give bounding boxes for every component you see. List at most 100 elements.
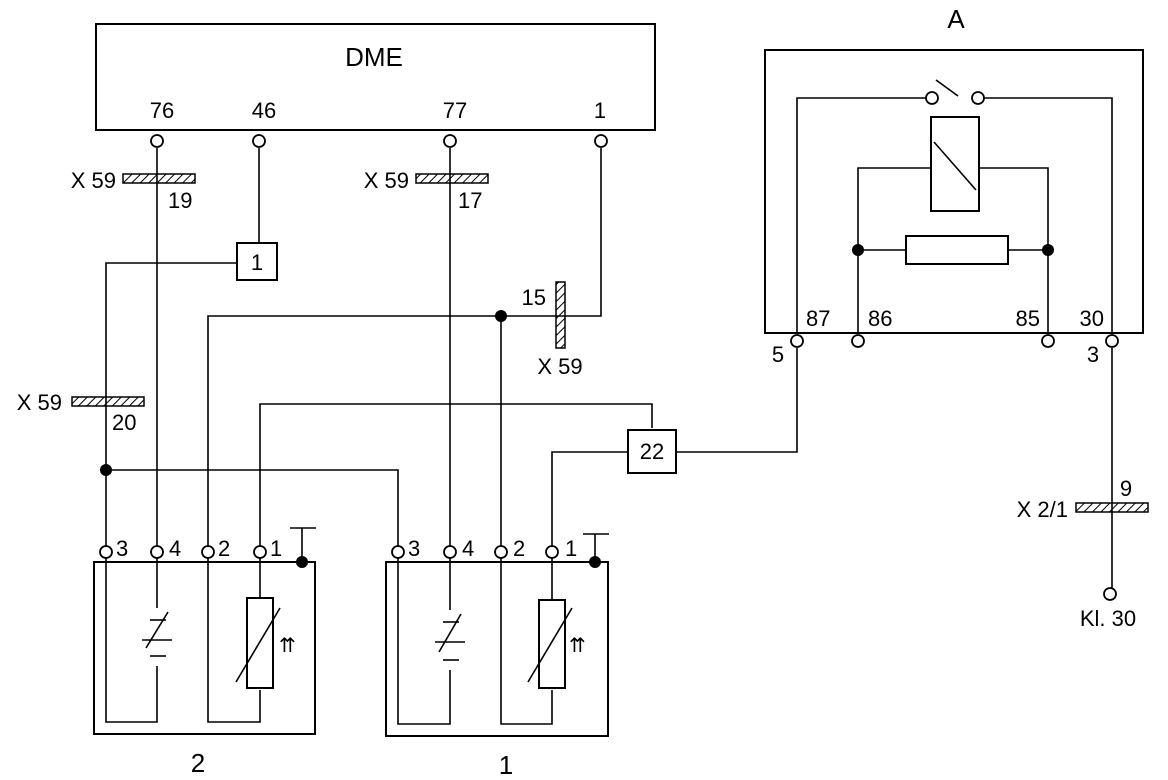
- relay-pin-number-5: 5: [772, 342, 784, 367]
- connector-pin: 9: [1120, 476, 1132, 501]
- connector-name: X 59: [537, 354, 582, 379]
- splice-22: 22: [627, 429, 677, 474]
- connector-bar: [122, 173, 196, 184]
- relay-pin-87: [790, 334, 804, 348]
- relay-a: A 87 86 85 30 5 3: [764, 4, 1144, 367]
- connector-x59-17: X 59 17: [364, 168, 489, 213]
- connector-x59-15: 15 X 59: [522, 281, 583, 379]
- dme-pin-1: [594, 134, 608, 148]
- dme-pin-label-46: 46: [252, 98, 276, 123]
- relay-resistor: [905, 235, 1009, 265]
- sensor-pin-2: [494, 545, 508, 559]
- junction-dot: [495, 310, 507, 322]
- connector-bar: [415, 173, 489, 184]
- connector-pin: 17: [458, 188, 482, 213]
- relay-pin-85: [1041, 334, 1055, 348]
- ground-dot: [589, 556, 601, 568]
- connector-x2-1: X 2/1 9: [1017, 476, 1149, 522]
- connector-pin: 20: [112, 410, 136, 435]
- sensor-2: 3 4 2 1 ⇈ 2: [93, 527, 316, 778]
- relay-pin-30: [1105, 334, 1119, 348]
- sensor-housing: [93, 561, 316, 735]
- variable-resistor-icon: [538, 599, 566, 689]
- sensor-pin-3: [99, 545, 113, 559]
- kl30-terminal: [1103, 587, 1117, 601]
- ground-dot: [296, 556, 308, 568]
- connector-name: X 59: [364, 168, 409, 193]
- connector-name: X 59: [71, 168, 116, 193]
- relay-terminal-86: 86: [868, 306, 892, 331]
- relay-pin-86: [851, 334, 865, 348]
- sensor-housing: [385, 561, 609, 737]
- variable-resistor-icon: [246, 597, 274, 689]
- dme-box: [95, 23, 656, 131]
- temperature-arrows-icon: ⇈: [279, 635, 296, 657]
- connector-pin: 19: [168, 188, 192, 213]
- relay-switch-contact-right: [971, 91, 985, 105]
- relay-coil: [930, 116, 980, 212]
- sensor-pin-label: 1: [270, 536, 282, 561]
- relay-housing: [764, 49, 1144, 334]
- pressure-switch-icon: [142, 611, 172, 657]
- sensor-switch-wire: [105, 558, 158, 723]
- sensor-pin-2: [201, 545, 215, 559]
- connector-name: X 59: [17, 390, 62, 415]
- sensor-switch-wire: [397, 558, 451, 725]
- dme-unit: DME 76 46 77 1: [95, 23, 656, 148]
- connector-pin: 15: [522, 285, 546, 310]
- connector-bar: [555, 281, 566, 349]
- sensor-pin-label: 4: [462, 536, 474, 561]
- sensor-pin-label: 1: [565, 536, 577, 561]
- dme-pin-label-77: 77: [443, 98, 467, 123]
- connector-name: X 2/1: [1017, 497, 1068, 522]
- dme-pin-label-76: 76: [150, 98, 174, 123]
- relay-junction-dot: [852, 244, 864, 256]
- relay-terminal-85: 85: [1016, 306, 1040, 331]
- sensor-pin-1: [253, 545, 267, 559]
- splice-box: [627, 429, 677, 474]
- sensor-pin-label: 2: [218, 536, 230, 561]
- junction-dot: [100, 464, 112, 476]
- splice-label: 22: [640, 439, 664, 464]
- sensor-pin-3: [391, 545, 405, 559]
- connector-x59-20: X 59 20: [17, 390, 145, 435]
- relay-switch-wire-87: [796, 97, 926, 332]
- wires: [105, 148, 1113, 588]
- sensor-label: 1: [499, 750, 513, 780]
- sensor-1: 3 4 2 1 ⇈ 1: [385, 533, 609, 780]
- relay-switch-contact-left: [925, 91, 939, 105]
- sensor-resistor-wire: [500, 558, 553, 725]
- variable-resistor-arrow: [527, 607, 573, 683]
- sensor-pin-4: [443, 545, 457, 559]
- relay-terminal-87: 87: [806, 306, 830, 331]
- sensor-pin-label: 3: [408, 536, 420, 561]
- connector-bar: [1075, 502, 1149, 513]
- dme-pin-77: [443, 134, 457, 148]
- relay-junction-dot: [1042, 244, 1054, 256]
- relay-coil-wire: [857, 167, 931, 332]
- sensor-pin-label: 4: [169, 536, 181, 561]
- relay-switch-arm: [935, 79, 959, 97]
- dme-title: DME: [345, 42, 403, 72]
- variable-resistor-arrow: [235, 607, 281, 683]
- relay-terminal-30: 30: [1080, 306, 1104, 331]
- dme-pin-76: [150, 134, 164, 148]
- temperature-arrows-icon: ⇈: [569, 635, 586, 657]
- splice-label: 1: [251, 250, 263, 275]
- splice-box: [236, 242, 278, 281]
- sensor-label: 2: [191, 748, 205, 778]
- dme-pin-label-1: 1: [594, 98, 606, 123]
- splice-1: 1: [236, 242, 278, 281]
- relay-coil-wire: [979, 167, 1049, 332]
- sensor-resistor-wire: [207, 558, 261, 723]
- sensor-pin-4: [150, 545, 164, 559]
- relay-coil-diagonal: [933, 141, 977, 191]
- sensor-pin-label: 3: [116, 536, 128, 561]
- sensor-pin-1: [545, 545, 559, 559]
- relay-switch-wire-30: [984, 97, 1113, 332]
- connector-bar: [71, 396, 145, 407]
- relay-label: A: [947, 4, 965, 34]
- relay-pin-number-3: 3: [1087, 342, 1099, 367]
- sensor-pin-label: 2: [513, 536, 525, 561]
